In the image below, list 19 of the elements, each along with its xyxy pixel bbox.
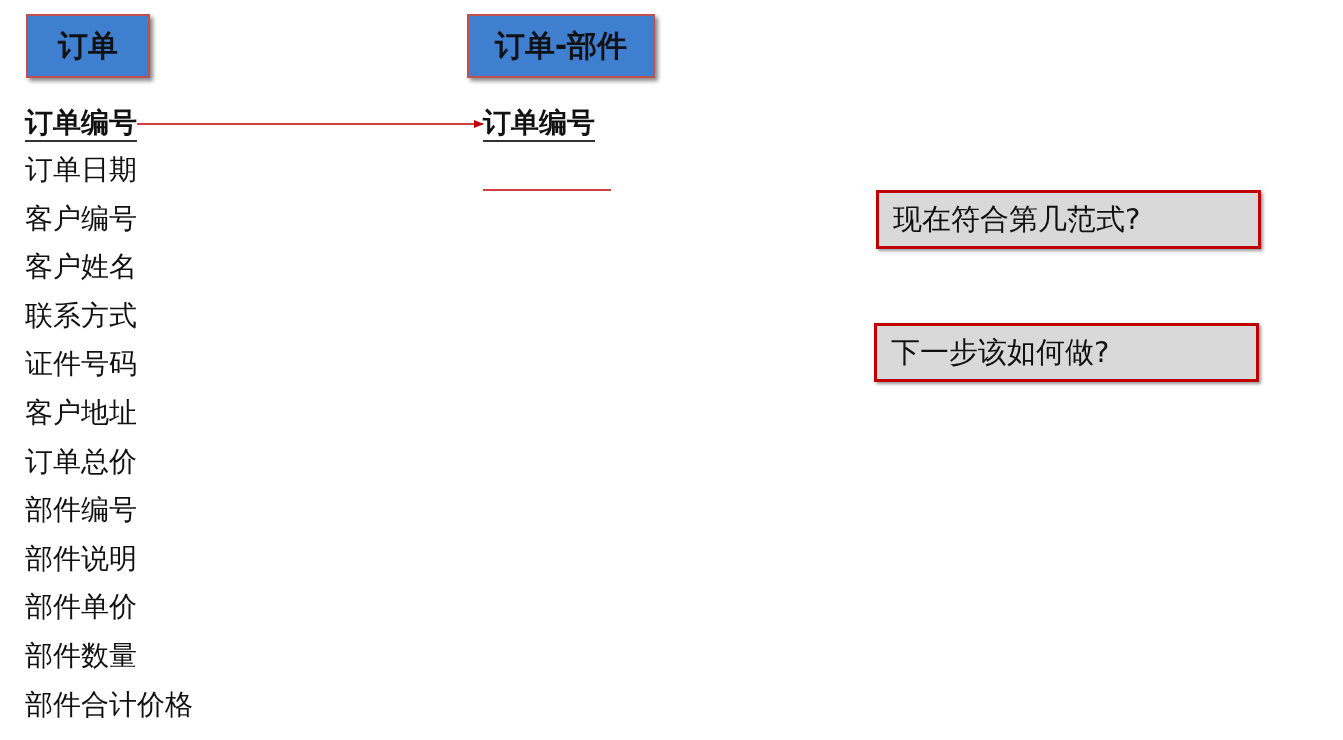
field-name: 部件单价 xyxy=(25,589,137,626)
key-field: 订单编号 xyxy=(25,106,137,142)
field-name: 部件说明 xyxy=(25,540,137,577)
question-box: 下一步该如何做? xyxy=(874,323,1259,382)
arrow xyxy=(136,120,484,128)
field-name: 部件合计价格 xyxy=(25,686,193,723)
table-title-box: 订单-部件 xyxy=(467,14,655,78)
field-name: 客户地址 xyxy=(25,395,137,431)
field-name: 客户姓名 xyxy=(25,249,137,286)
field-name: 证件号码 xyxy=(25,346,137,383)
question-box: 现在符合第几范式? xyxy=(876,190,1261,249)
key-field: 订单编号 xyxy=(483,106,595,142)
field-name: 订单总价 xyxy=(25,443,137,480)
field-name: 部件数量 xyxy=(25,638,137,674)
field-name: 订单日期 xyxy=(25,152,137,188)
field-name: 客户编号 xyxy=(25,200,137,237)
field-name: 部件编号 xyxy=(25,492,137,529)
table-title-box: 订单 xyxy=(26,14,150,78)
field-name: 联系方式 xyxy=(25,297,137,334)
